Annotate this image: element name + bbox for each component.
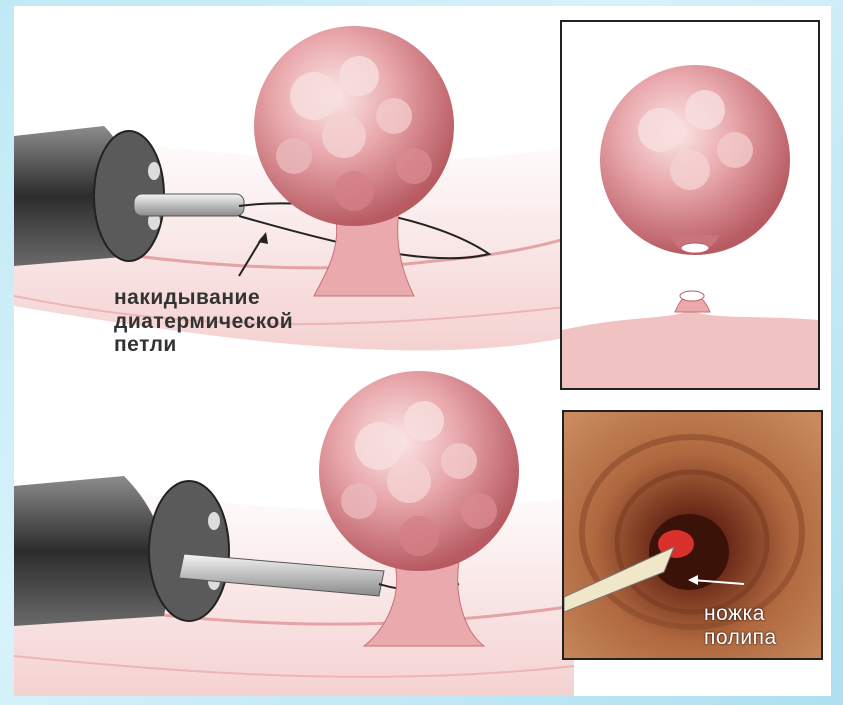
snare-label-line3: петли (114, 333, 293, 357)
stalk-label-line2: полипа (704, 626, 777, 650)
polyp-bottom (319, 371, 519, 571)
inset-removed-polyp (560, 20, 820, 390)
inset-endoscopic-photo: ножка полипа (562, 410, 823, 660)
illustration-frame: накидывание диатермической петли (14, 6, 831, 696)
snare-label-line1: накидывание (114, 286, 293, 310)
stalk-label-line1: ножка (704, 602, 777, 626)
polyp-top (254, 26, 454, 226)
snare-label: накидывание диатермической петли (114, 286, 293, 357)
stalk-label: ножка полипа (704, 602, 777, 649)
snare-label-line2: диатермической (114, 310, 293, 334)
